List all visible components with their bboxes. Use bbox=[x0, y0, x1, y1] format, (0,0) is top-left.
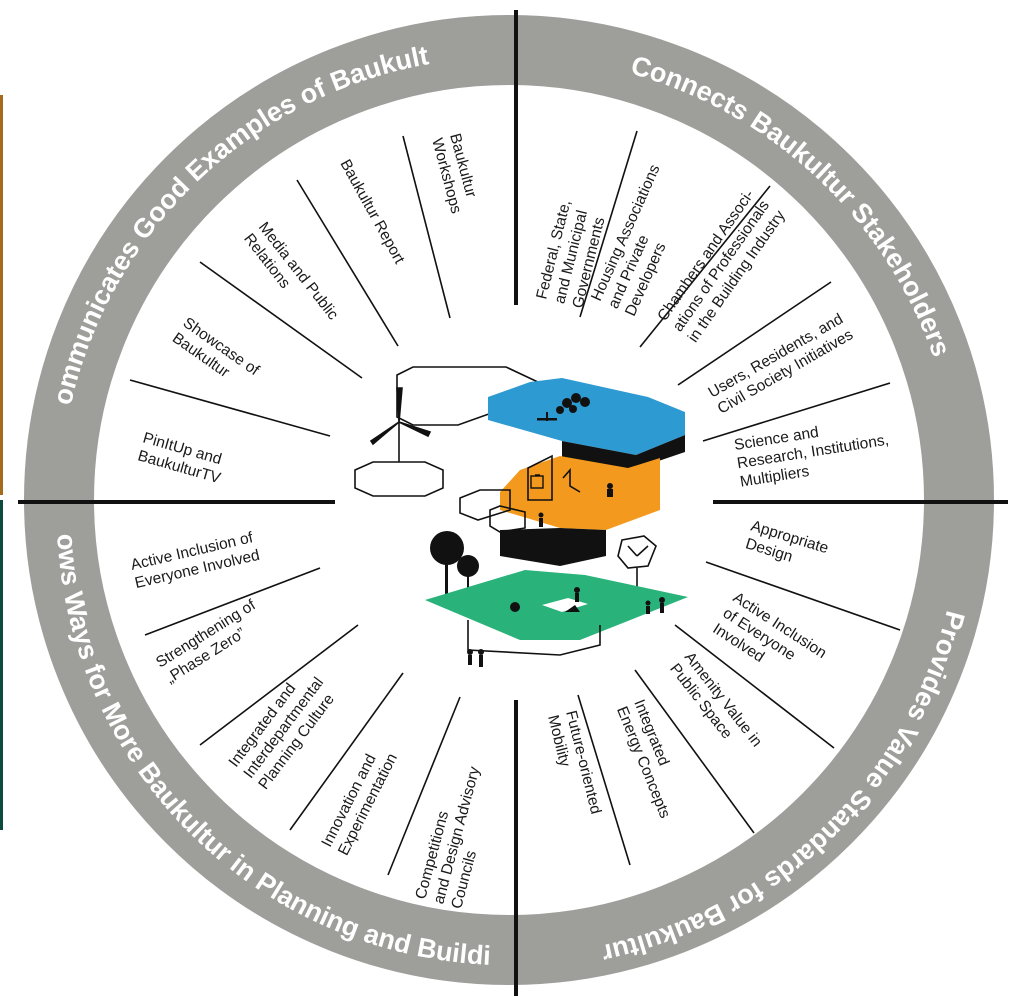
spoke-line bbox=[199, 261, 363, 379]
spoke-line bbox=[634, 669, 755, 834]
tree-icon bbox=[430, 531, 479, 594]
spoke-line bbox=[705, 561, 901, 631]
people-on-ground-icon bbox=[467, 587, 665, 667]
spoke-line bbox=[639, 185, 771, 348]
orange-middle-block bbox=[500, 456, 660, 530]
spoke-line bbox=[674, 624, 835, 749]
item-label-br-1: Active Inclusionof EveryoneInvolved bbox=[710, 589, 830, 693]
item-label-tl-0: PinItUp andBaukulturTV bbox=[136, 430, 228, 488]
spoke-line bbox=[387, 696, 461, 876]
spoke-line bbox=[702, 382, 891, 442]
blue-roof-block bbox=[488, 378, 685, 455]
item-label-tl-4: BaukulturWorkshops bbox=[428, 132, 482, 216]
item-label-bl-0: Active Inclusion ofEveryone Involved bbox=[129, 529, 261, 592]
spoke-separators bbox=[129, 130, 901, 876]
item-label-line: Baukultur Report bbox=[337, 157, 409, 268]
item-label-tr-2: Chambers and Associ-ations of Profession… bbox=[654, 186, 788, 346]
spoke-line bbox=[296, 179, 399, 347]
ground-outline-below bbox=[467, 620, 601, 656]
item-label-tl-3: Baukultur Report bbox=[337, 157, 409, 268]
people-on-roof-icon bbox=[537, 393, 590, 421]
spoke-line bbox=[129, 379, 331, 437]
left-edge-accent-bottom bbox=[0, 500, 3, 830]
people-in-orange-icon bbox=[538, 483, 613, 527]
outline-tree-icon bbox=[617, 535, 657, 590]
item-label-br-3: IntegratedEnergy Concepts bbox=[613, 697, 691, 821]
spoke-labels: PinItUp andBaukulturTV Showcase ofBaukul… bbox=[129, 132, 890, 911]
black-base-block bbox=[500, 528, 606, 566]
central-illustration bbox=[354, 366, 688, 667]
spoke-line bbox=[579, 130, 638, 318]
item-label-br-0: AppropriateDesign bbox=[743, 518, 830, 575]
spoke-line bbox=[289, 672, 404, 831]
item-label-br-2: Amenity Value inPublic Space bbox=[666, 649, 765, 762]
item-label-br-4: Future-orientedMobility bbox=[544, 709, 604, 820]
item-label-bl-2: Integrated andInterdepartmentalPlanning … bbox=[226, 663, 342, 793]
spoke-line bbox=[577, 694, 631, 866]
item-label-tl-2: Media and PublicRelations bbox=[240, 219, 341, 335]
item-label-bl-3: Innovation andExperimentation bbox=[318, 742, 401, 858]
window-detail bbox=[530, 475, 544, 489]
left-edge-accent-top bbox=[0, 95, 3, 495]
spoke-line bbox=[677, 281, 832, 386]
item-label-tl-1: Showcase ofBaukultur bbox=[169, 314, 263, 394]
wind-turbine-icon bbox=[354, 387, 444, 497]
spoke-line bbox=[144, 567, 321, 636]
orange-block-outline bbox=[527, 454, 581, 501]
frame-outline-lower bbox=[459, 489, 526, 533]
spoke-line bbox=[199, 624, 359, 746]
item-label-tr-3: Users, Residents, andCivil Society Initi… bbox=[706, 310, 857, 418]
spoke-line bbox=[402, 135, 451, 319]
